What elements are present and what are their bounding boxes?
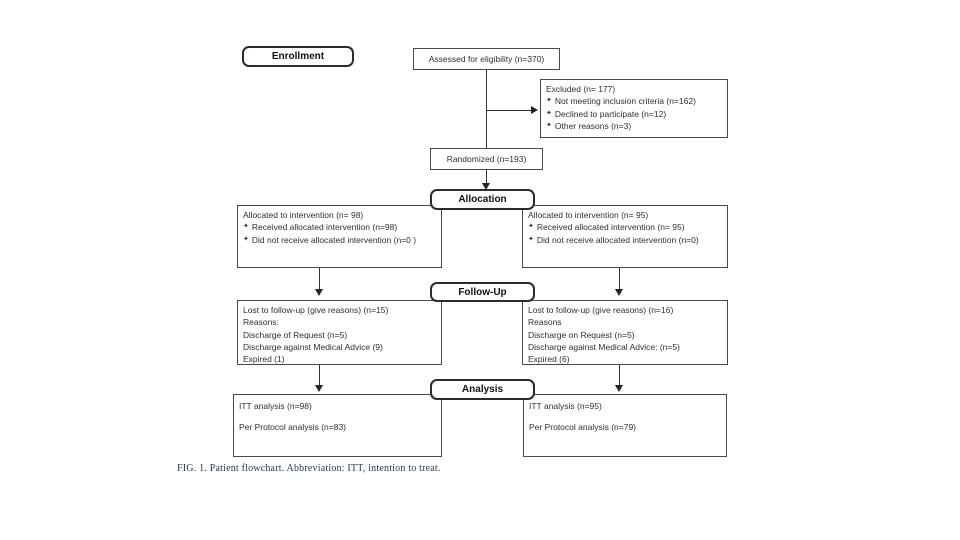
list-item: ✦ Received allocated intervention (n= 95… [528,221,722,233]
excluded-title: Excluded (n= 177) [546,84,616,94]
followup-line: Discharge on Request (n=5) [528,329,635,340]
arrowhead-down-icon [315,385,323,392]
figure-caption: FIG. 1. Patient flowchart. Abbreviation:… [177,463,441,474]
allocation-left-title: Allocated to intervention (n= 98) [243,210,364,220]
bullet-icon: ✦ [546,121,552,129]
connector-line [319,268,320,290]
connector-line [619,268,620,290]
list-item-text: Other reasons (n=3) [554,120,632,131]
bullet-icon: ✦ [528,223,534,231]
arrowhead-down-icon [615,385,623,392]
stage-enrollment-label: Enrollment [271,51,325,62]
connector-line [619,365,620,386]
connector-line [319,365,320,386]
followup-line: Expired (6) [528,354,570,365]
analysis-line: ITT analysis (n=98) [239,401,312,411]
followup-line: Discharge of Request (n=5) [243,329,348,340]
list-item-text: Received allocated intervention (n=98) [251,222,398,233]
list-item: ✦ Other reasons (n=3) [546,120,722,132]
bullet-icon: ✦ [243,223,249,231]
allocation-right-title: Allocated to intervention (n= 95) [528,210,649,220]
followup-right-box: Lost to follow-up (give reasons) (n=16) … [522,300,728,365]
list-item: ✦ Declined to participate (n=12) [546,108,722,120]
assessed-box: Assessed for eligibility (n=370) [413,48,560,70]
arrowhead-right-icon [531,106,538,114]
list-item: ✦ Did not receive allocated intervention… [528,234,722,246]
randomized-text: Randomized (n=193) [446,153,527,164]
arrowhead-down-icon [482,183,490,190]
allocation-left-box: Allocated to intervention (n= 98) ✦ Rece… [237,205,442,268]
bullet-icon: ✦ [546,97,552,105]
list-item-text: Not meeting inclusion criteria (n=162) [554,96,696,107]
allocation-right-box: Allocated to intervention (n= 95) ✦ Rece… [522,205,728,268]
assessed-text: Assessed for eligibility (n=370) [428,53,545,64]
connector-line [487,110,531,111]
analysis-left-box: ITT analysis (n=98) Per Protocol analysi… [233,394,442,457]
randomized-box: Randomized (n=193) [430,148,543,170]
followup-line: Expired (1) [243,354,285,365]
bullet-icon: ✦ [243,235,249,243]
list-item-text: Did not receive allocated intervention (… [251,234,417,245]
followup-line: Lost to follow-up (give reasons) (n=15) [243,305,389,315]
list-item: ✦ Did not receive allocated intervention… [243,234,436,246]
list-item-text: Declined to participate (n=12) [554,108,667,119]
stage-analysis-label: Analysis [461,384,504,395]
stage-allocation: Allocation [430,189,535,210]
followup-line: Reasons [528,317,562,328]
stage-followup: Follow-Up [430,282,535,302]
connector-line [486,170,487,184]
followup-line: Discharge against Medical Advice (9) [243,341,383,352]
list-item-text: Did not receive allocated intervention (… [536,234,699,245]
followup-line: Reasons: [243,317,279,328]
stage-analysis: Analysis [430,379,535,400]
list-item: ✦ Received allocated intervention (n=98) [243,221,436,233]
followup-line: Lost to follow-up (give reasons) (n=16) [528,305,674,315]
list-item: ✦ Not meeting inclusion criteria (n=162) [546,95,722,107]
excluded-box: Excluded (n= 177) ✦ Not meeting inclusio… [540,79,728,138]
analysis-line: Per Protocol analysis (n=83) [239,422,347,433]
connector-line [486,70,487,148]
arrowhead-down-icon [615,289,623,296]
stage-followup-label: Follow-Up [458,286,507,298]
analysis-line: ITT analysis (n=95) [529,401,602,411]
followup-line: Discharge against Medical Advice: (n=5) [528,341,680,352]
followup-left-box: Lost to follow-up (give reasons) (n=15) … [237,300,442,365]
analysis-right-box: ITT analysis (n=95) Per Protocol analysi… [523,394,727,457]
arrowhead-down-icon [315,289,323,296]
stage-enrollment: Enrollment [242,46,354,67]
list-item-text: Received allocated intervention (n= 95) [536,222,685,233]
analysis-line: Per Protocol analysis (n=79) [529,422,637,433]
bullet-icon: ✦ [528,235,534,243]
stage-allocation-label: Allocation [458,194,507,205]
bullet-icon: ✦ [546,109,552,117]
